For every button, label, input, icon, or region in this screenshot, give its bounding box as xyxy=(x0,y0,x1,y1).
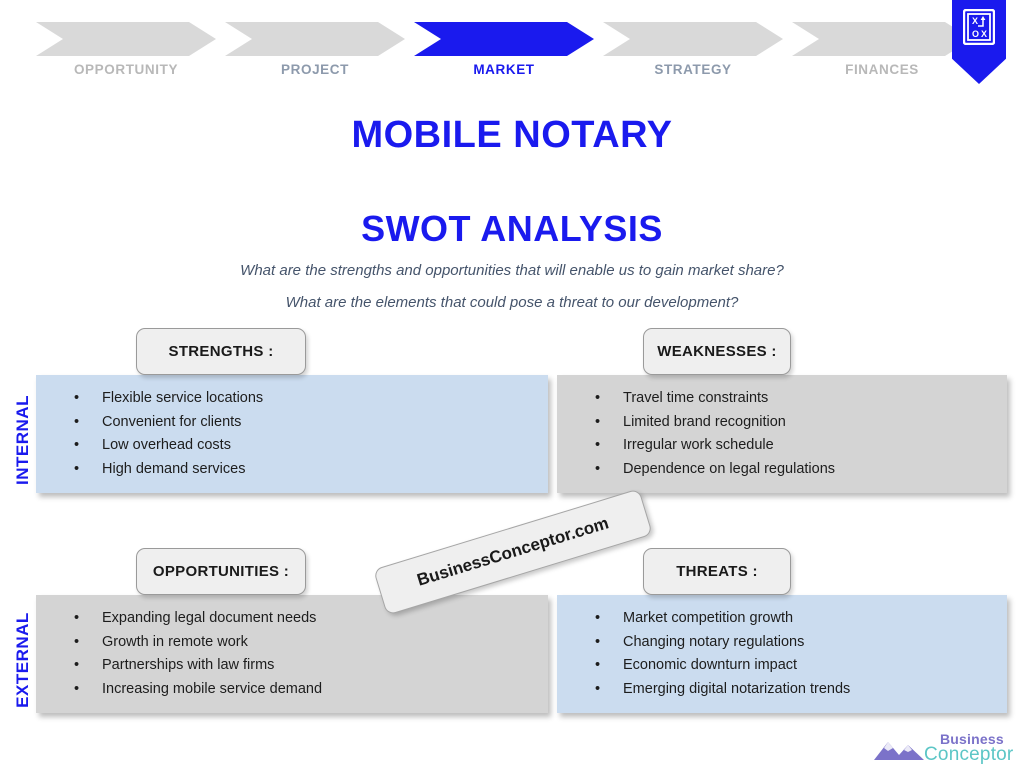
nav-step-label: FINANCES xyxy=(845,62,919,77)
quadrant-weaknesses: Travel time constraintsLimited brand rec… xyxy=(557,328,1007,503)
footer-logo: Business Conceptor xyxy=(872,730,1020,766)
quadrant-header-threats: THREATS : xyxy=(643,548,791,595)
list-item: Market competition growth xyxy=(557,607,1007,631)
quadrant-threats: Market competition growthChanging notary… xyxy=(557,548,1007,723)
list-item: Expanding legal document needs xyxy=(36,607,548,631)
strategy-playbook-icon: X O X xyxy=(963,9,995,45)
nav-step-finances[interactable]: FINANCES xyxy=(792,22,972,77)
list-item: Convenient for clients xyxy=(36,411,548,435)
process-nav-bar: OPPORTUNITY PROJECT MARKET STRATEGY FINANCES xyxy=(0,0,1024,92)
page-title: MOBILE NOTARY xyxy=(351,114,673,156)
nav-step-label: STRATEGY xyxy=(654,62,732,77)
list-item: Economic downturn impact xyxy=(557,654,1007,678)
chevron-icon xyxy=(36,22,216,56)
list-item: High demand services xyxy=(36,458,548,482)
chevron-icon xyxy=(225,22,405,56)
list-item: Travel time constraints xyxy=(557,387,1007,411)
chevron-icon xyxy=(792,22,972,56)
nav-step-opportunity[interactable]: OPPORTUNITY xyxy=(36,22,216,77)
list-item: Dependence on legal regulations xyxy=(557,458,1007,482)
logo-word-conceptor: Conceptor xyxy=(924,744,1014,765)
axis-label-internal: INTERNAL xyxy=(13,395,32,485)
svg-text:O: O xyxy=(972,29,979,39)
quadrant-header-weaknesses: WEAKNESSES : xyxy=(643,328,791,375)
list-item: Changing notary regulations xyxy=(557,631,1007,655)
quadrant-header-strengths: STRENGTHS : xyxy=(136,328,306,375)
svg-text:X: X xyxy=(981,29,987,39)
quadrant-body: Expanding legal document needsGrowth in … xyxy=(36,595,548,713)
list-item: Limited brand recognition xyxy=(557,411,1007,435)
quadrant-header-opportunities: OPPORTUNITIES : xyxy=(136,548,306,595)
list-item: Growth in remote work xyxy=(36,631,548,655)
list-item: Flexible service locations xyxy=(36,387,548,411)
chevron-icon xyxy=(414,22,594,56)
nav-step-label: OPPORTUNITY xyxy=(73,62,179,77)
mountain-icon xyxy=(874,742,924,760)
list-item: Irregular work schedule xyxy=(557,434,1007,458)
list-item: Low overhead costs xyxy=(36,434,548,458)
nav-step-strategy[interactable]: STRATEGY xyxy=(603,22,783,77)
list-item: Increasing mobile service demand xyxy=(36,678,548,702)
axis-label-external: EXTERNAL xyxy=(13,612,32,708)
weaknesses-list: Travel time constraintsLimited brand rec… xyxy=(557,387,1007,481)
nav-step-project[interactable]: PROJECT xyxy=(225,22,405,77)
subtitle-line-2: What are the elements that could pose a … xyxy=(285,294,739,311)
nav-step-market[interactable]: MARKET xyxy=(414,22,594,77)
quadrant-body: Market competition growthChanging notary… xyxy=(557,595,1007,713)
quadrant-opportunities: Expanding legal document needsGrowth in … xyxy=(36,548,548,723)
corner-badge: X O X xyxy=(952,0,1006,84)
strengths-list: Flexible service locationsConvenient for… xyxy=(36,387,548,481)
opportunities-list: Expanding legal document needsGrowth in … xyxy=(36,607,548,701)
logo-word-business: Business xyxy=(940,731,1004,747)
quadrant-body: Travel time constraintsLimited brand rec… xyxy=(557,375,1007,493)
list-item: Partnerships with law firms xyxy=(36,654,548,678)
chevron-icon xyxy=(603,22,783,56)
svg-text:X: X xyxy=(972,16,978,26)
threats-list: Market competition growthChanging notary… xyxy=(557,607,1007,701)
quadrant-strengths: Flexible service locationsConvenient for… xyxy=(36,328,548,503)
quadrant-body: Flexible service locationsConvenient for… xyxy=(36,375,548,493)
list-item: Emerging digital notarization trends xyxy=(557,678,1007,702)
nav-step-label: MARKET xyxy=(473,62,535,77)
subtitle-line-1: What are the strengths and opportunities… xyxy=(240,262,784,279)
section-title: SWOT ANALYSIS xyxy=(361,208,663,249)
nav-step-label: PROJECT xyxy=(281,62,349,77)
